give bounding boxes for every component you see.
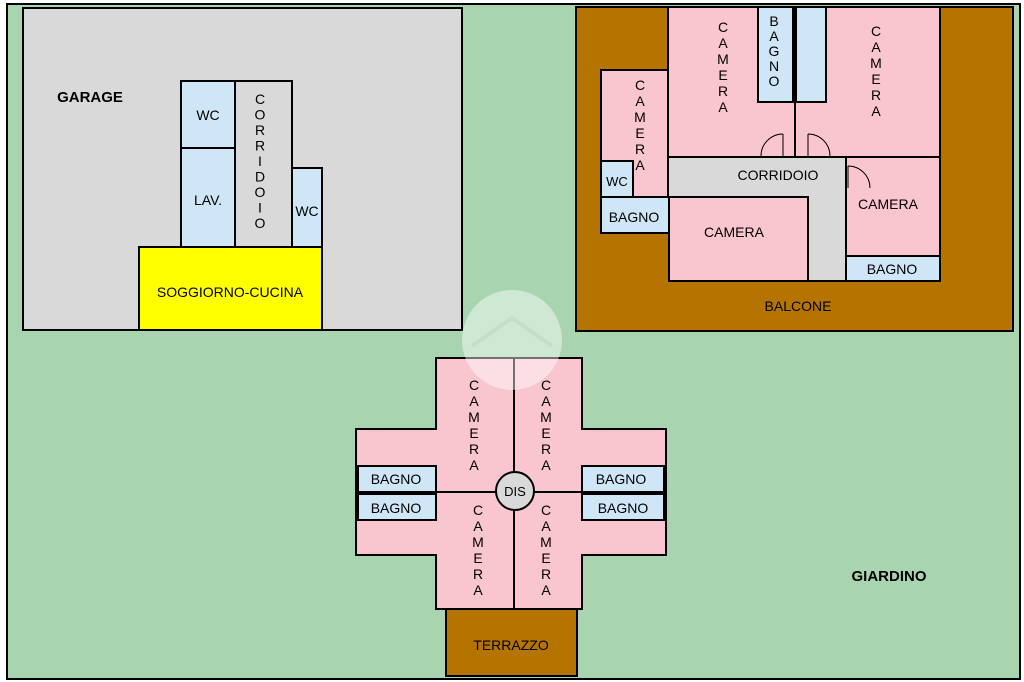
cross-bathroom-wl-2-label: BAGNO bbox=[371, 500, 422, 516]
wc-apartment bbox=[600, 160, 634, 198]
bedroom-right bbox=[845, 156, 941, 257]
cross-bathroom-wl-2 bbox=[357, 493, 437, 521]
bathroom-top-1 bbox=[757, 6, 794, 103]
bathroom-right-label: BAGNO bbox=[867, 261, 918, 277]
wc-label-left: WC bbox=[196, 107, 219, 123]
bathroom-right bbox=[845, 255, 941, 282]
bedroom-right-label: CAMERA bbox=[858, 196, 919, 212]
terrace bbox=[445, 608, 578, 677]
cross-bathroom-er-2 bbox=[581, 493, 665, 521]
cross-bathroom-er-1-label: BAGNO bbox=[596, 471, 647, 487]
cross-bathroom-er-2-label: BAGNO bbox=[598, 500, 649, 516]
door-swings bbox=[760, 133, 871, 189]
bedroom-center bbox=[668, 196, 809, 282]
cross-bathroom-wl-1 bbox=[357, 465, 437, 493]
garage-label: GARAGE bbox=[57, 89, 123, 106]
garden-label: GIARDINO bbox=[852, 568, 927, 585]
terrace-label: TERRAZZO bbox=[473, 637, 549, 653]
home-watermark-icon bbox=[462, 290, 562, 390]
bedroom-center-label: CAMERA bbox=[704, 224, 765, 240]
wc-apartment-label: WC bbox=[606, 174, 628, 189]
lav-label: LAV. bbox=[194, 192, 222, 208]
living-kitchen bbox=[138, 246, 323, 331]
living-kitchen-label: SOGGIORNO-CUCINA bbox=[157, 284, 304, 300]
balcony-label: BALCONE bbox=[765, 298, 832, 314]
wc-label-right: WC bbox=[295, 203, 318, 219]
bathroom-left-label: BAGNO bbox=[609, 209, 660, 225]
apartment-corridor-label: CORRIDOIO bbox=[738, 167, 819, 183]
cross-bathroom-wl-1-label: BAGNO bbox=[371, 471, 422, 487]
dis-label: DIS bbox=[504, 484, 526, 499]
cross-bathroom-er-1 bbox=[581, 465, 665, 493]
dis-hub bbox=[495, 471, 535, 511]
